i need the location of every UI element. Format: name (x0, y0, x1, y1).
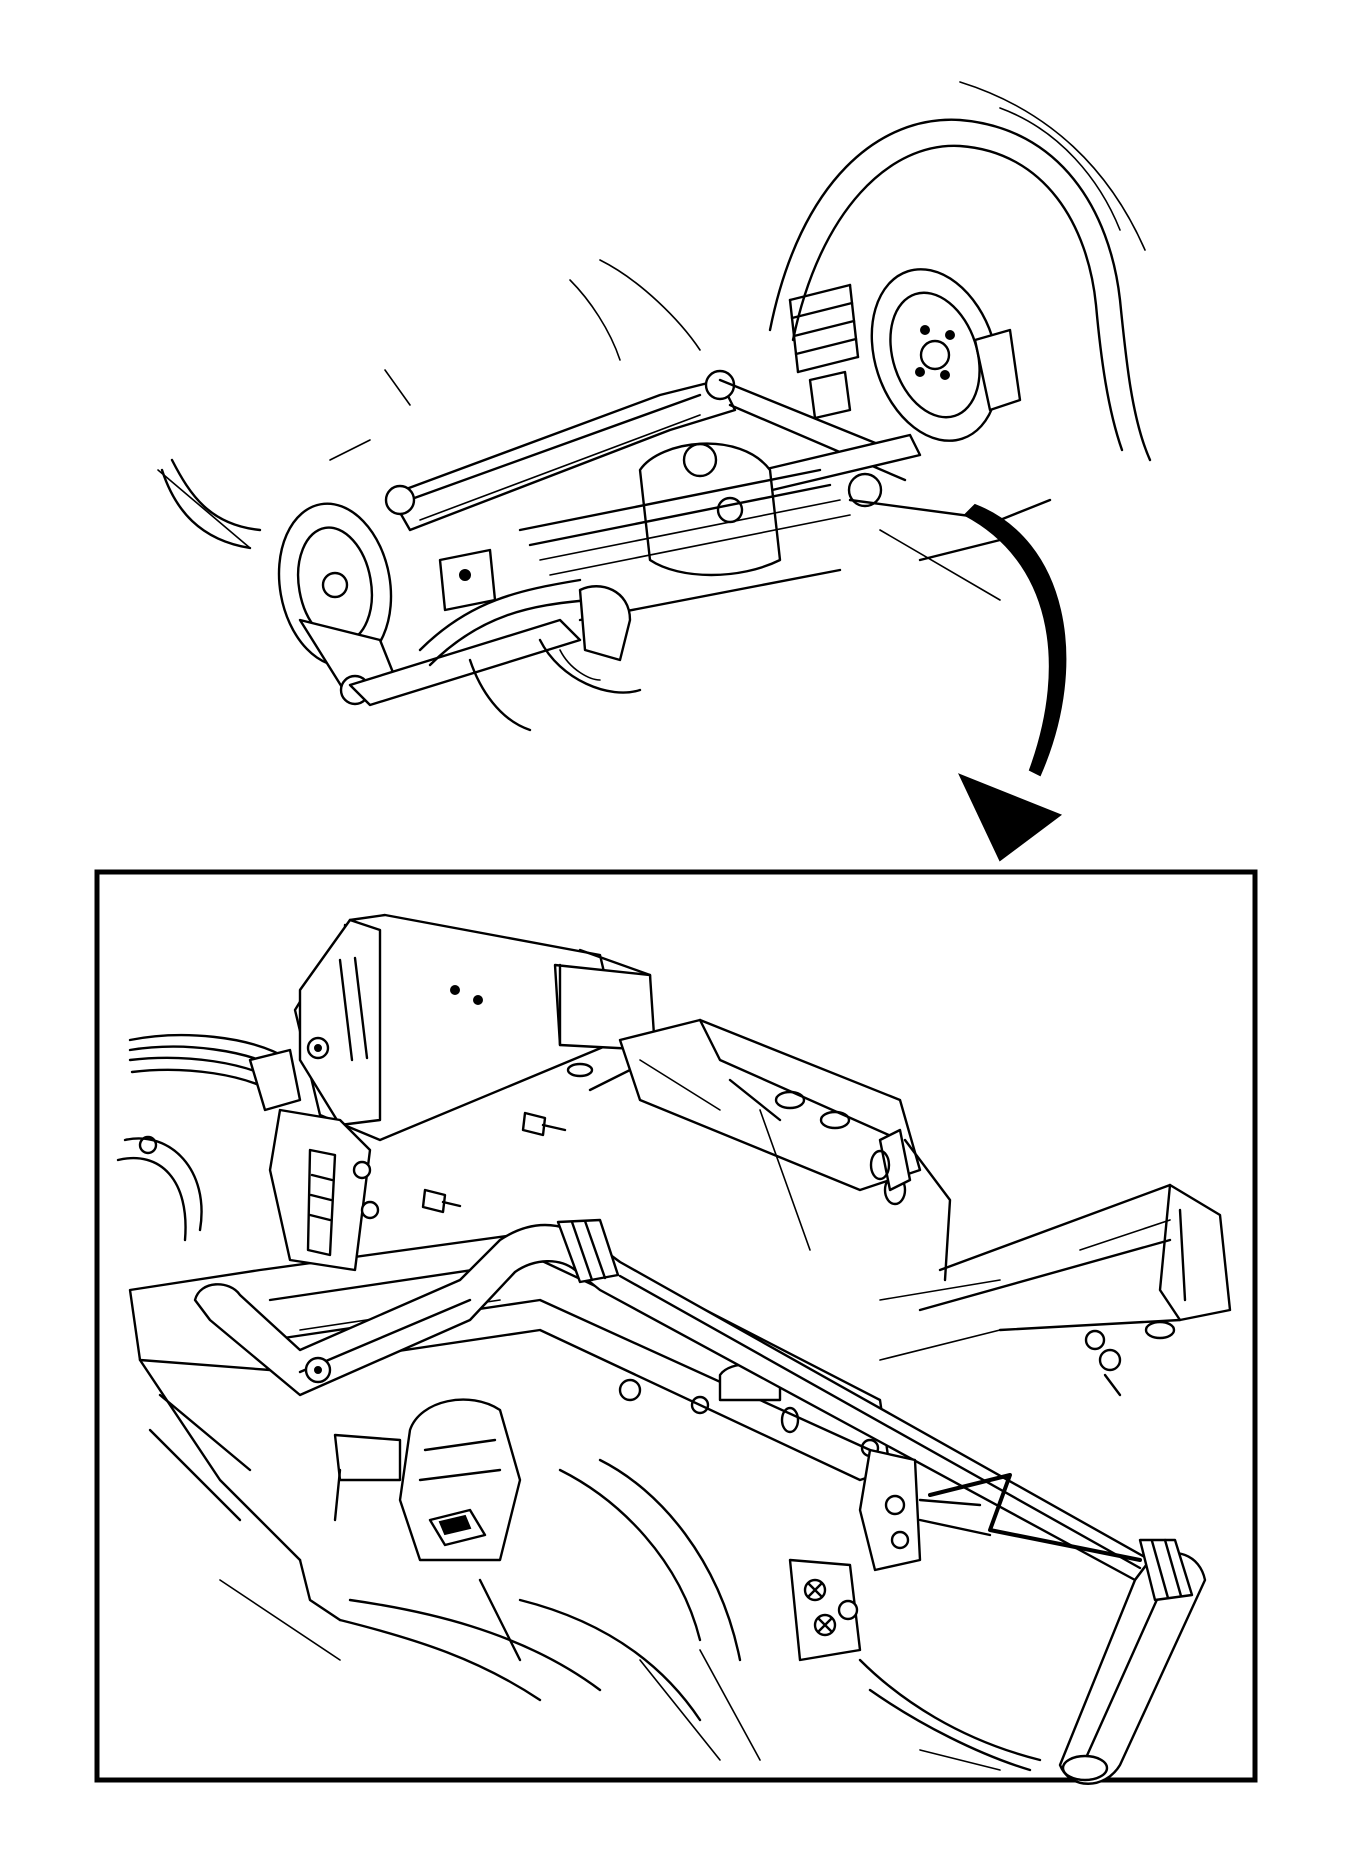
detail-illustration (118, 915, 1230, 1784)
break-line-symbol (930, 1475, 1140, 1560)
left-vertical-bracket (300, 920, 380, 1125)
left-brake-rotor (267, 495, 404, 704)
cross-frame-member (620, 1020, 950, 1280)
right-brake-rotor (851, 253, 1020, 457)
wiring-harness-left (118, 1035, 300, 1240)
engine-transmission (520, 444, 850, 620)
right-lower-bracket (790, 1450, 990, 1660)
right-coil-spring (790, 285, 858, 418)
left-fender-arc (158, 460, 260, 548)
engine-mount-bracket (335, 1400, 520, 1560)
stabilizer-bar[interactable] (195, 1225, 1205, 1784)
bracket-bolts[interactable] (140, 1113, 1104, 1382)
lower-body-outline (470, 540, 1000, 730)
stabilizer-bar-bushing-left[interactable] (558, 1220, 618, 1282)
lower-body-linework (140, 1360, 1040, 1770)
right-frame-rail (880, 1185, 1230, 1395)
front-crossmember (386, 371, 905, 530)
left-mount-bracket (440, 550, 630, 660)
overview-linework (330, 260, 1000, 600)
left-bushing-bracket (270, 1110, 378, 1270)
callout-arrow (960, 505, 1065, 860)
overview-illustration (158, 82, 1150, 730)
upper-right-bracket (640, 1060, 1170, 1300)
right-fender-arc (770, 82, 1150, 460)
left-lower-control-arm (350, 580, 590, 705)
stabilizer-bar-bushing-right[interactable] (1140, 1540, 1192, 1600)
